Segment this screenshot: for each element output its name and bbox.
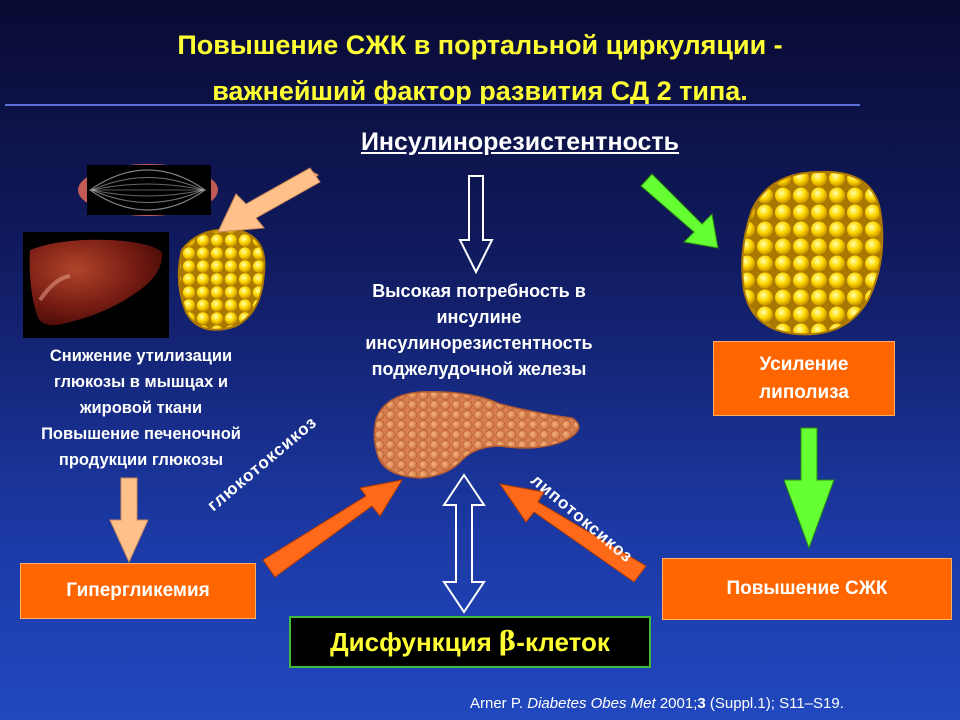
arrow-to-hyperglycemia	[109, 477, 149, 564]
center-description: Высокая потребность в инсулине инсулинор…	[310, 278, 648, 382]
citation-rest: (Suppl.1); S11–S19.	[705, 695, 844, 712]
lipolysis-box: Усиление липолиза	[713, 341, 895, 416]
arrow-bidirectional	[442, 473, 486, 614]
arrow-to-lipolysis-tissue	[640, 173, 719, 249]
fat-tissue-large-icon	[741, 170, 884, 336]
insulin-resistance-heading: Инсулинорезистентность	[360, 128, 680, 156]
hyperglycemia-label: Гипергликемия	[66, 580, 210, 601]
citation: Arner P. Diabetes Obes Met 2001;3 (Suppl…	[470, 695, 940, 712]
beta-cell-dysfunction-box: Дисфункция β -клеток	[289, 616, 651, 668]
lipolysis-line-1: Усиление	[759, 353, 849, 375]
hyperglycemia-box: Гипергликемия	[20, 563, 256, 619]
arrow-glucotoxicity	[262, 479, 404, 578]
citation-author: Arner P.	[470, 695, 528, 712]
dysfunction-suffix: -клеток	[516, 626, 610, 657]
left-line-2: глюкозы в мышцах и	[53, 373, 228, 391]
title-divider	[5, 104, 860, 106]
left-line-3: жировой ткани	[79, 399, 203, 417]
center-line-3: инсулинорезистентность	[365, 333, 593, 353]
dysfunction-beta: β	[499, 627, 517, 657]
ffa-increase-label: Повышение СЖК	[726, 578, 888, 599]
fat-tissue-small-icon	[177, 228, 266, 331]
title-line-1: Повышение СЖК в портальной циркуляции -	[177, 30, 783, 60]
arrow-lipotoxicity	[498, 483, 647, 583]
center-line-1: Высокая потребность в	[372, 281, 586, 301]
slide-title: Повышение СЖК в портальной циркуляции - …	[60, 22, 900, 114]
muscle-icon	[78, 164, 218, 216]
center-line-4: поджелудочной железы	[371, 359, 587, 379]
pancreas-icon	[373, 391, 580, 479]
left-description: Снижение утилизации глюкозы в мышцах и ж…	[5, 343, 277, 473]
left-line-5: продукции глюкозы	[58, 451, 224, 469]
dysfunction-prefix: Дисфункция	[330, 626, 500, 657]
ffa-increase-box: Повышение СЖК	[662, 558, 952, 620]
lipolysis-line-2: липолиза	[759, 381, 849, 403]
arrow-to-ffa	[783, 427, 835, 550]
arrow-down-center	[458, 175, 494, 275]
center-line-2: инсулине	[436, 307, 522, 327]
citation-volume: 3	[697, 695, 706, 712]
citation-year: 2001;	[655, 695, 698, 712]
title-line-2: важнейший фактор развития СД 2 типа.	[212, 76, 748, 106]
liver-icon	[23, 232, 169, 338]
left-line-4: Повышение печеночной	[41, 425, 241, 443]
citation-journal: Diabetes Obes Met	[527, 695, 656, 712]
arrow-to-tissues-body	[217, 167, 321, 233]
left-line-1: Снижение утилизации	[49, 347, 233, 365]
